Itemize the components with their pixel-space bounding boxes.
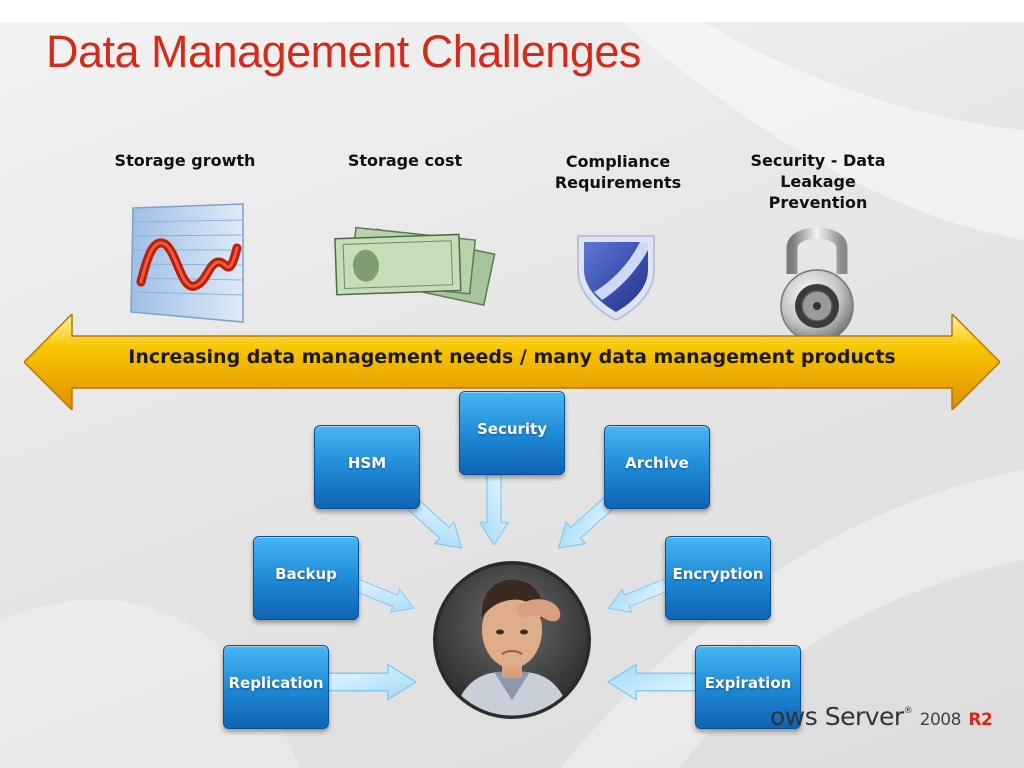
- product-box-encryption: Encryption: [665, 536, 771, 620]
- product-box-hsm: HSM: [314, 425, 420, 509]
- product-box-security: Security: [459, 391, 565, 475]
- growth-chart-icon: [130, 203, 244, 323]
- money-bills-icon: [334, 226, 496, 307]
- product-label: Backup: [275, 565, 337, 583]
- banner-text: Increasing data management needs / many …: [128, 346, 896, 368]
- stressed-person-photo: [433, 561, 591, 719]
- product-label: Encryption: [672, 565, 764, 583]
- slide-title: Data Management Challenges: [46, 26, 641, 77]
- product-box-backup: Backup: [253, 536, 359, 620]
- connector-encryption: [603, 572, 672, 621]
- category-label-security: Security - Data Leakage Prevention: [750, 151, 886, 212]
- product-label: Replication: [228, 674, 324, 692]
- connector-expiration: [607, 663, 697, 701]
- logo-registered-mark: ®: [903, 706, 913, 716]
- product-label: Archive: [625, 454, 689, 472]
- logo-version: 2008: [919, 710, 962, 730]
- connector-backup: [350, 572, 419, 621]
- product-label: HSM: [347, 454, 387, 472]
- top-bar: [0, 0, 1024, 22]
- product-box-expiration: Expiration: [695, 645, 801, 729]
- double-arrow-banner: [24, 314, 1000, 410]
- product-label: Expiration: [704, 674, 792, 692]
- windows-server-logo: ows Server® 2008 R2: [770, 702, 993, 731]
- logo-edition: R2: [968, 710, 993, 730]
- category-label-storage-growth: Storage growth: [114, 151, 256, 170]
- product-label: Security: [476, 420, 548, 438]
- logo-text: ows Server: [770, 702, 904, 731]
- connector-security: [479, 474, 509, 546]
- product-box-archive: Archive: [604, 425, 710, 509]
- category-label-compliance: Compliance Requirements: [554, 152, 682, 192]
- category-label-storage-cost: Storage cost: [347, 151, 463, 170]
- connector-replication: [327, 663, 417, 701]
- product-box-replication: Replication: [223, 645, 329, 729]
- padlock-icon: [780, 227, 854, 342]
- shield-icon: [577, 235, 655, 322]
